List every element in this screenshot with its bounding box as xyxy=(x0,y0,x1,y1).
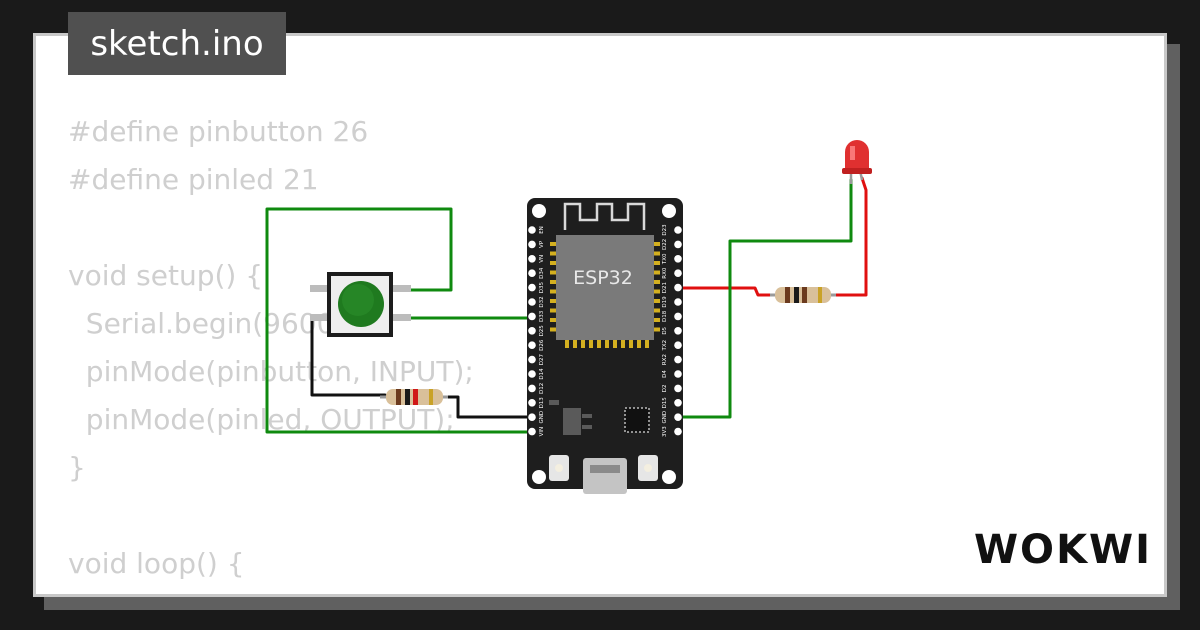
pin-label: D4 xyxy=(662,370,668,378)
pin-label: TX2 xyxy=(662,340,668,352)
wokwi-logo: WOKWI xyxy=(973,527,1153,573)
header-pin[interactable] xyxy=(528,240,536,249)
header-pin[interactable] xyxy=(674,283,682,292)
header-pin[interactable] xyxy=(528,254,536,263)
esp32-board[interactable]: ESP32 ENVPVND34D35D32D33D25D26D27D14D12D… xyxy=(527,198,683,494)
pin-label: D26 xyxy=(539,339,545,351)
header-pin[interactable] xyxy=(674,370,682,378)
code-line: #define pinbutton 26 xyxy=(68,115,369,148)
wire-d15-to-led xyxy=(676,178,853,419)
pin-headers xyxy=(528,226,682,436)
header-pin[interactable] xyxy=(528,312,536,321)
wire-d21-to-resistor xyxy=(676,286,777,297)
pin-label: RX0 xyxy=(662,267,668,279)
header-pin[interactable] xyxy=(528,355,536,364)
header-pin[interactable] xyxy=(674,226,682,234)
header-pin[interactable] xyxy=(674,399,682,407)
pulldown-resistor xyxy=(380,389,448,405)
pin-label: D23 xyxy=(662,224,668,236)
header-pin[interactable] xyxy=(674,413,682,422)
pin-label: D2 xyxy=(662,385,668,393)
header-pin[interactable] xyxy=(674,240,682,249)
wire-button-loop xyxy=(265,207,534,434)
voltage-regulator xyxy=(563,408,581,435)
header-pin[interactable] xyxy=(528,384,536,393)
pin-label: D12 xyxy=(539,383,545,394)
pin-label: D19 xyxy=(662,296,668,308)
pin-label: D34 xyxy=(539,267,545,279)
code-line: pinMode(pinbutton, INPUT); xyxy=(68,355,474,388)
pin-label: D21 xyxy=(662,282,668,293)
header-pin[interactable] xyxy=(674,341,682,350)
pin-label: D13 xyxy=(539,397,545,409)
pin-label: D33 xyxy=(539,310,545,322)
usb-uart-chip xyxy=(624,407,650,433)
pin-label: D18 xyxy=(662,310,668,322)
header-pin[interactable] xyxy=(674,269,682,278)
pushbutton[interactable] xyxy=(310,272,411,337)
header-pin[interactable] xyxy=(674,327,682,335)
header-pin[interactable] xyxy=(674,355,682,364)
pin-label: D32 xyxy=(539,296,545,307)
header-pin[interactable] xyxy=(528,226,536,234)
header-pin[interactable] xyxy=(528,283,536,292)
pin-label: GND xyxy=(662,411,668,424)
usb-port xyxy=(583,458,627,494)
code-line: void setup() { xyxy=(68,259,264,292)
file-tab[interactable]: sketch.ino xyxy=(68,12,286,75)
code-line: } xyxy=(68,451,86,484)
pin-label: D25 xyxy=(539,325,545,337)
pin-label: D35 xyxy=(539,281,545,293)
pin-label: D27 xyxy=(539,353,545,365)
pin-label: TX0 xyxy=(662,253,668,265)
header-pin[interactable] xyxy=(528,341,536,350)
header-pin[interactable] xyxy=(674,254,682,263)
pin-label: VP xyxy=(539,240,545,248)
pin-label: D22 xyxy=(662,239,668,250)
pin-label: GND xyxy=(539,411,545,424)
led-resistor xyxy=(770,287,836,303)
pin-label: RX2 xyxy=(662,354,668,365)
wire-resistor-to-gnd xyxy=(441,395,534,419)
header-pin[interactable] xyxy=(528,427,536,436)
header-pin[interactable] xyxy=(674,298,682,306)
pin-label: D15 xyxy=(662,397,668,409)
code-line: void loop() { xyxy=(68,547,245,580)
pin-label: D5 xyxy=(662,326,668,334)
esp32-module: ESP32 xyxy=(550,235,660,348)
header-pin[interactable] xyxy=(528,327,536,335)
esp32-label: ESP32 xyxy=(573,267,633,289)
pin-label: VN xyxy=(539,255,545,263)
code-line: Serial.begin(9600); xyxy=(68,307,355,340)
header-pin[interactable] xyxy=(528,399,536,407)
header-pin[interactable] xyxy=(528,413,536,422)
pin-label: D14 xyxy=(539,368,545,380)
code-line: #define pinled 21 xyxy=(68,163,319,196)
pin-label: VIN xyxy=(539,427,545,437)
header-pin[interactable] xyxy=(528,370,536,378)
header-pin[interactable] xyxy=(674,312,682,321)
header-pin[interactable] xyxy=(528,269,536,278)
red-led[interactable] xyxy=(842,140,872,184)
header-pin[interactable] xyxy=(674,384,682,393)
pin-label: EN xyxy=(539,226,545,234)
header-pin[interactable] xyxy=(674,427,682,436)
wire-button-to-d26 xyxy=(409,316,534,347)
header-pin[interactable] xyxy=(528,298,536,306)
pin-label: 3V3 xyxy=(662,426,668,437)
wire-resistor-to-led xyxy=(828,176,868,297)
